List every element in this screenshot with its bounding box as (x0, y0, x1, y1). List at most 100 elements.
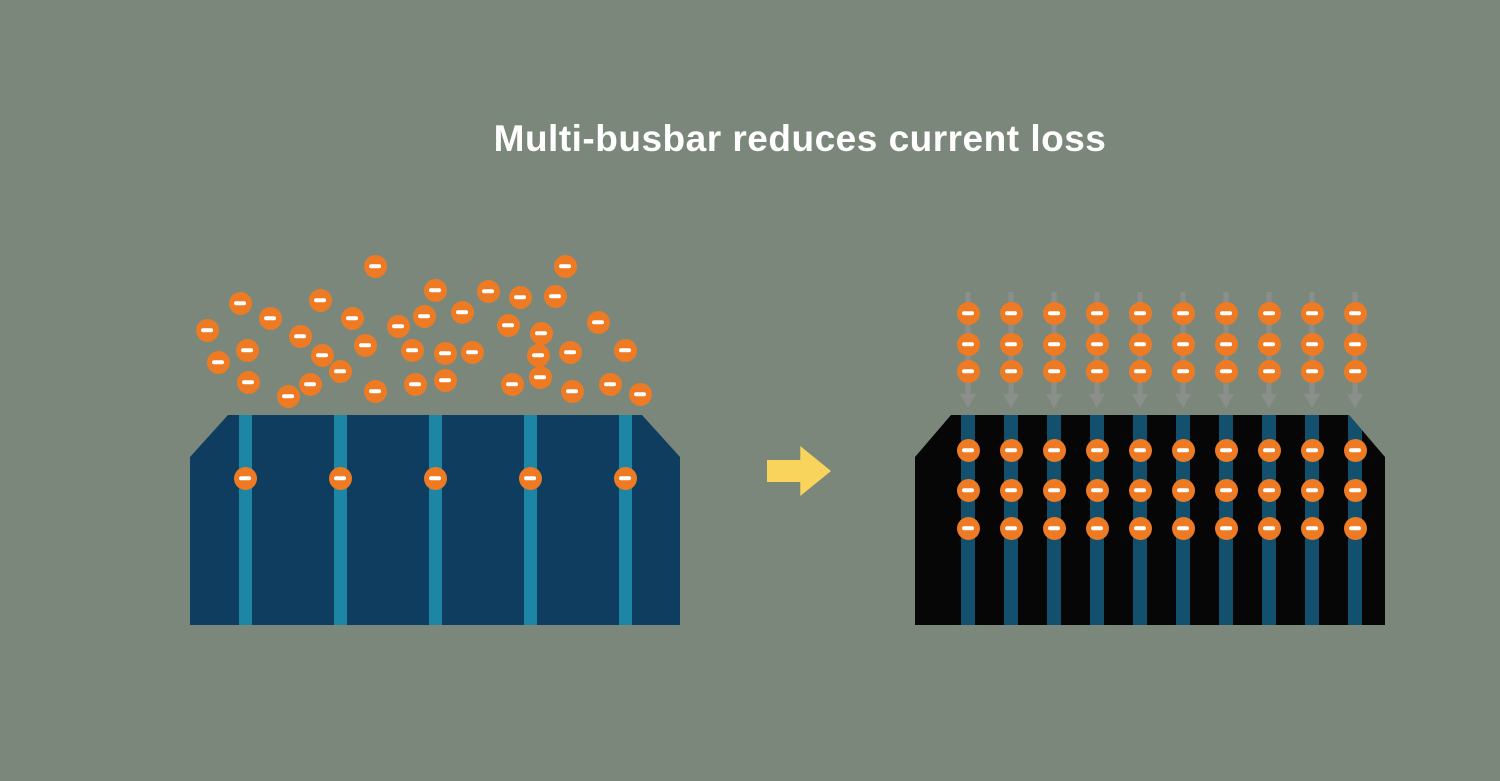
electron-icon (1171, 359, 1195, 383)
electron-icon (386, 314, 410, 338)
electron-icon (1214, 438, 1238, 462)
electron-icon (1300, 516, 1324, 540)
electron-icon (1257, 516, 1281, 540)
electron-icon (500, 372, 524, 396)
electron-icon (1042, 359, 1066, 383)
electron-icon (1343, 516, 1367, 540)
electron-icon (613, 466, 637, 490)
electron-icon (528, 365, 552, 389)
electron-icon (1085, 478, 1109, 502)
electron-icon (1128, 438, 1152, 462)
electron-icon (1257, 332, 1281, 356)
electron-icon (1171, 301, 1195, 325)
electron-icon (298, 372, 322, 396)
electron-icon (999, 438, 1023, 462)
electron-icon (1085, 516, 1109, 540)
electron-icon (508, 285, 532, 309)
electron-icon (496, 313, 520, 337)
electron-icon (236, 370, 260, 394)
electron-icon (999, 301, 1023, 325)
electron-icon (543, 284, 567, 308)
electron-icon (450, 300, 474, 324)
electron-icon (258, 306, 282, 330)
electron-icon (560, 379, 584, 403)
electron-icon (235, 338, 259, 362)
electron-icon (956, 478, 980, 502)
busbar (619, 415, 632, 625)
electron-icon (956, 359, 980, 383)
electron-icon (529, 321, 553, 345)
electron-icon (1257, 359, 1281, 383)
electron-icon (400, 338, 424, 362)
electron-icon (1085, 359, 1109, 383)
electron-icon (228, 291, 252, 315)
electron-icon (1257, 478, 1281, 502)
electron-icon (1300, 478, 1324, 502)
electron-icon (999, 478, 1023, 502)
electron-icon (276, 384, 300, 408)
electron-icon (412, 304, 436, 328)
electron-icon (1300, 359, 1324, 383)
electron-icon (1085, 301, 1109, 325)
electron-icon (353, 333, 377, 357)
electron-icon (308, 288, 332, 312)
electron-icon (1214, 359, 1238, 383)
electron-icon (1128, 332, 1152, 356)
electron-icon (288, 324, 312, 348)
electron-icon (1128, 359, 1152, 383)
busbar (239, 415, 252, 625)
electron-icon (526, 343, 550, 367)
electron-icon (233, 466, 257, 490)
electron-icon (999, 332, 1023, 356)
electron-icon (553, 254, 577, 278)
electron-icon (1128, 516, 1152, 540)
electron-icon (433, 368, 457, 392)
electron-icon (1343, 301, 1367, 325)
electron-icon (518, 466, 542, 490)
electron-icon (613, 338, 637, 362)
electron-icon (403, 372, 427, 396)
diagram-title: Multi-busbar reduces current loss (493, 118, 1107, 159)
electron-icon (1343, 359, 1367, 383)
electron-icon (206, 350, 230, 374)
electron-icon (956, 438, 980, 462)
electron-icon (999, 359, 1023, 383)
electron-icon (1343, 438, 1367, 462)
electron-icon (328, 466, 352, 490)
busbar (524, 415, 537, 625)
electron-icon (1042, 438, 1066, 462)
electron-icon (1300, 438, 1324, 462)
electron-icon (433, 341, 457, 365)
right-arrow-icon (767, 446, 831, 496)
electron-icon (1128, 478, 1152, 502)
electron-icon (476, 279, 500, 303)
electron-icon (1171, 332, 1195, 356)
electron-icon (1171, 478, 1195, 502)
solar-cell-few-busbars (190, 415, 680, 625)
electron-icon (1300, 332, 1324, 356)
electron-icon (1343, 478, 1367, 502)
electron-icon (1257, 438, 1281, 462)
busbar (334, 415, 347, 625)
electron-icon (1214, 516, 1238, 540)
electron-icon (310, 343, 334, 367)
electron-icon (1343, 332, 1367, 356)
electron-icon (1300, 301, 1324, 325)
electron-icon (598, 372, 622, 396)
electron-icon (586, 310, 610, 334)
electron-icon (1214, 478, 1238, 502)
busbar (429, 415, 442, 625)
electron-icon (1042, 301, 1066, 325)
electron-icon (1085, 438, 1109, 462)
electron-icon (1171, 438, 1195, 462)
electron-icon (1085, 332, 1109, 356)
electron-icon (195, 318, 219, 342)
electron-icon (1257, 301, 1281, 325)
electron-icon (1171, 516, 1195, 540)
electron-icon (956, 301, 980, 325)
electron-icon (999, 516, 1023, 540)
electron-icon (956, 516, 980, 540)
electron-icon (328, 359, 352, 383)
electron-icon (423, 466, 447, 490)
